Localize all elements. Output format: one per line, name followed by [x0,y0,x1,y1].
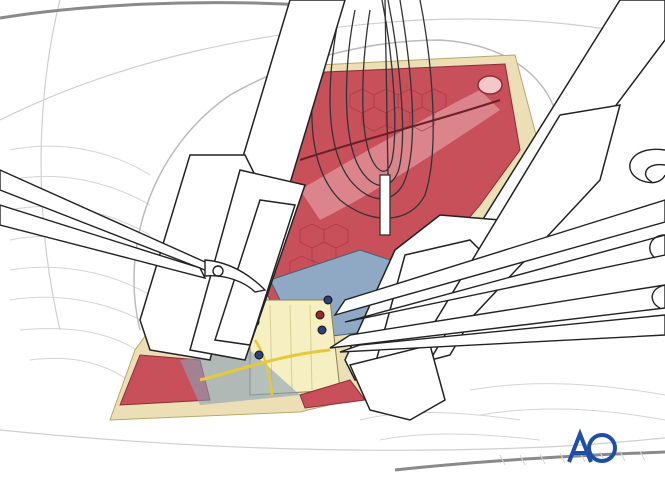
rib-edge-upper [299,99,501,161]
ribs [9,145,665,441]
rib-retractor-left [139,0,346,361]
lower-cavity-shadow [180,350,300,405]
logo-a-mark [567,428,593,463]
ao-logo: AO [571,431,621,467]
body-contour [0,1,321,20]
nerve-yellow [199,348,331,382]
nerve-yellow-2 [253,339,274,396]
forceps-left [0,169,267,293]
forceps-right [329,148,665,353]
back-contour [394,450,665,472]
muscle-highlight [300,90,500,220]
logo-o-mark [587,433,617,463]
vessel-cut-end [477,75,503,95]
